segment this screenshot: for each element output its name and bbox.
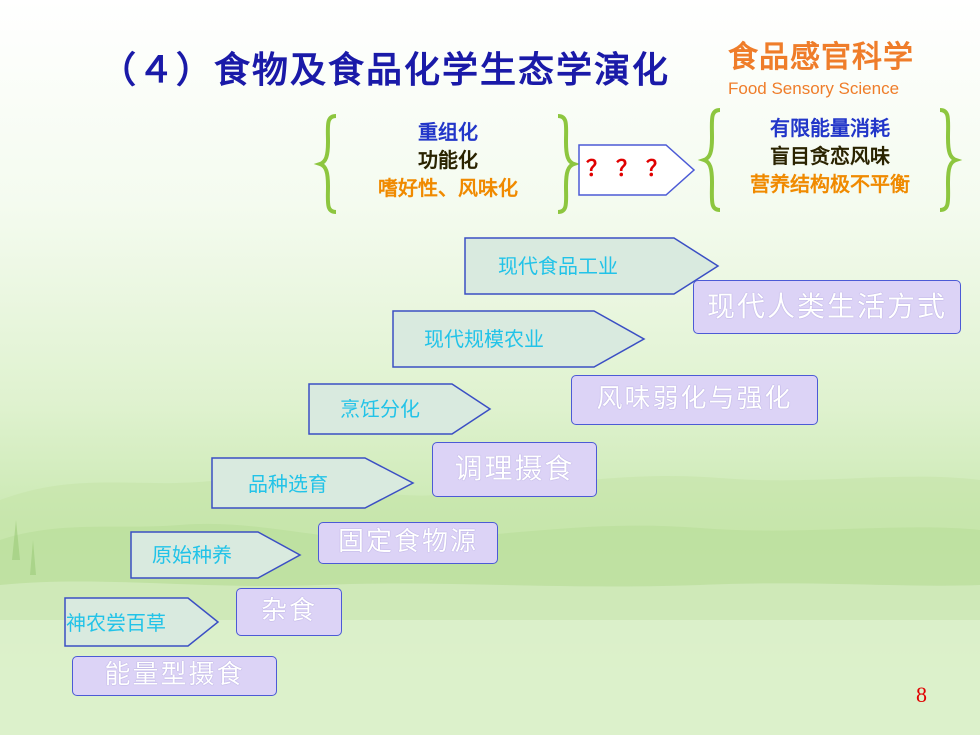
stage-arrow-1 bbox=[64, 597, 220, 647]
stage-arrow-4 bbox=[308, 383, 492, 435]
question-arrow bbox=[578, 144, 696, 196]
base-box: 能量型摄食 bbox=[72, 656, 277, 696]
stage-box-1: 杂食 bbox=[236, 588, 342, 636]
stage-arrow-2 bbox=[130, 531, 302, 579]
stage-box-6: 现代人类生活方式 bbox=[693, 280, 961, 334]
page-number: 8 bbox=[916, 682, 927, 707]
stage-arrow-label-5: 现代规模农业 bbox=[424, 327, 544, 351]
logo-english: Food Sensory Science bbox=[728, 79, 900, 98]
stage-box-3: 调理摄食 bbox=[432, 442, 597, 497]
left-item-1: 重组化 bbox=[418, 120, 478, 144]
right-item-2: 盲目贪恋风味 bbox=[770, 144, 890, 168]
left-group-list: 重组化 功能化 嗜好性、风味化 bbox=[338, 118, 558, 208]
stage-arrow-label-6: 现代食品工业 bbox=[498, 254, 618, 278]
question-marks: ？？？ bbox=[586, 157, 677, 182]
left-item-3: 嗜好性、风味化 bbox=[378, 176, 518, 200]
right-group-braces bbox=[697, 108, 963, 212]
stage-arrow-label-4: 烹饪分化 bbox=[340, 397, 420, 421]
right-item-1: 有限能量消耗 bbox=[770, 116, 890, 140]
right-group-list: 有限能量消耗 盲目贪恋风味 营养结构极不平衡 bbox=[714, 114, 946, 210]
stage-arrow-3 bbox=[211, 457, 415, 509]
stage-arrow-label-1: 神农尝百草 bbox=[66, 611, 166, 635]
left-item-2: 功能化 bbox=[418, 148, 478, 172]
left-group-braces bbox=[313, 114, 581, 214]
right-item-3: 营养结构极不平衡 bbox=[750, 172, 910, 196]
stage-arrow-label-2: 原始种养 bbox=[152, 543, 232, 567]
stage-box-2: 固定食物源 bbox=[318, 522, 498, 564]
stage-arrow-label-3: 品种选育 bbox=[248, 472, 328, 496]
slide-title: （４）食物及食品化学生态学演化 bbox=[100, 49, 671, 91]
stage-arrow-5 bbox=[392, 310, 646, 368]
logo-chinese: 食品感官科学 bbox=[728, 40, 914, 75]
stage-box-4: 风味弱化与强化 bbox=[571, 375, 818, 425]
